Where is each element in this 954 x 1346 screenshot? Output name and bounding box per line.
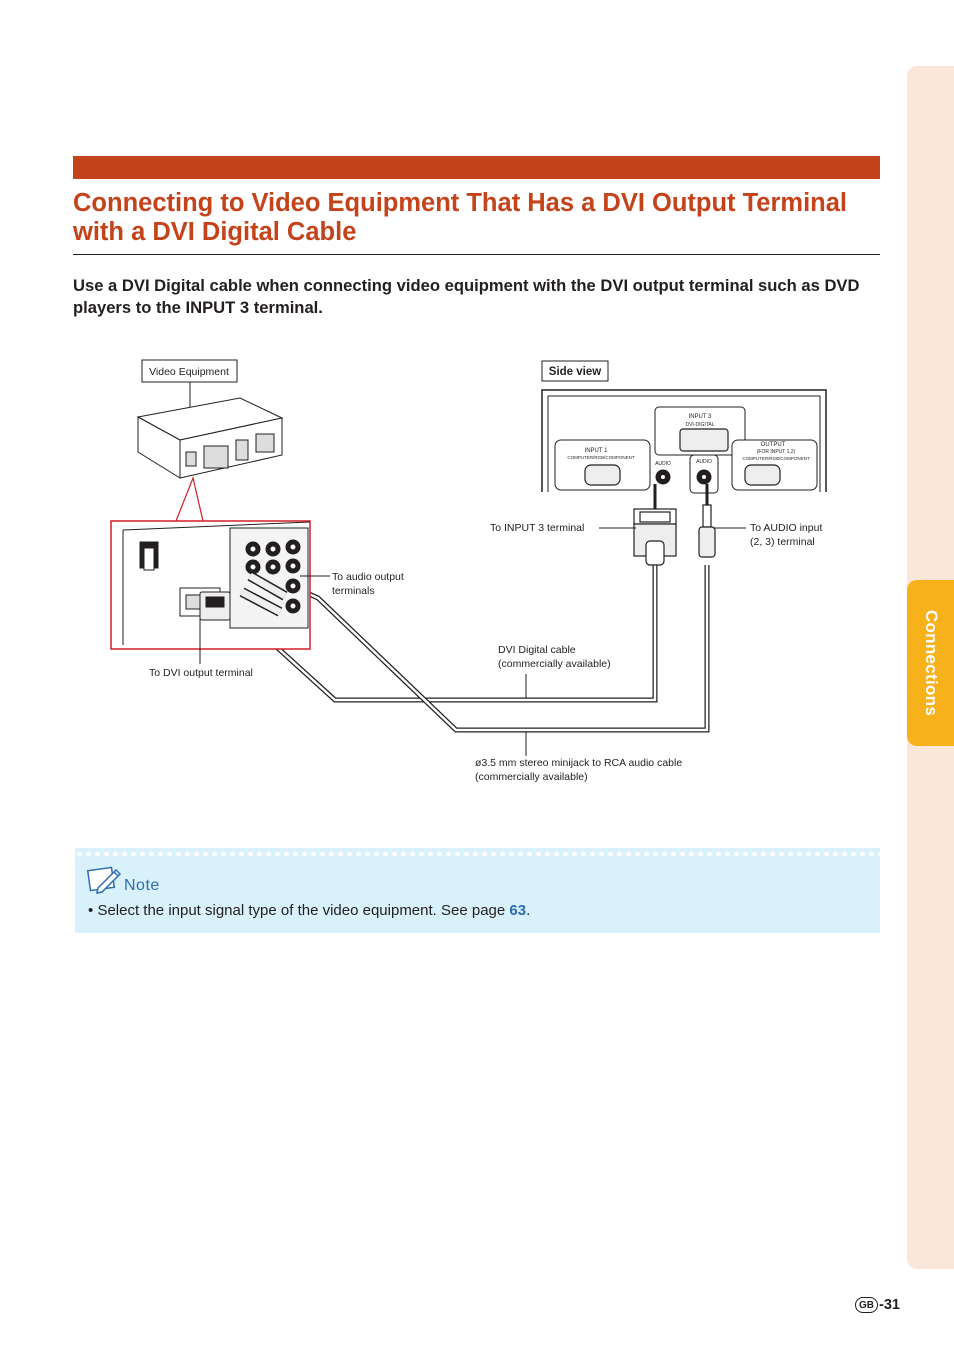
svg-text:OUTPUT: OUTPUT bbox=[761, 442, 786, 448]
svg-text:INPUT 3: INPUT 3 bbox=[689, 414, 713, 420]
input1-port bbox=[584, 464, 621, 486]
projector-side-panel bbox=[541, 389, 827, 494]
dvi-cable-label: DVI Digital cable bbox=[498, 644, 576, 656]
output-port bbox=[744, 464, 781, 486]
svg-text:COMPUTER/RGB/COMPONENT: COMPUTER/RGB/COMPONENT bbox=[567, 455, 635, 460]
to-audio-input-label: To AUDIO input bbox=[750, 522, 822, 534]
svg-text:(FOR INPUT 1,2): (FOR INPUT 1,2) bbox=[757, 449, 796, 455]
pencil-note-icon bbox=[86, 866, 122, 894]
audio-cable bbox=[298, 565, 710, 733]
svg-text:AUDIO: AUDIO bbox=[655, 461, 671, 467]
svg-text:COMPUTER/RGB/COMPONENT: COMPUTER/RGB/COMPONENT bbox=[742, 456, 810, 461]
page-ref-link[interactable]: 63 bbox=[509, 902, 527, 919]
section-header-bar bbox=[73, 156, 880, 179]
note-title: Note bbox=[124, 877, 160, 894]
svg-text:(commercially available): (commercially available) bbox=[498, 658, 611, 670]
minijack-cable-label: ø3.5 mm stereo minijack to RCA audio cab… bbox=[475, 757, 682, 769]
svg-text:(2, 3) terminal: (2, 3) terminal bbox=[750, 536, 815, 548]
dvi-cable-connector bbox=[633, 508, 677, 566]
side-view-label: Side view bbox=[549, 366, 601, 378]
note-text: Select the input signal type of the vide… bbox=[97, 902, 506, 919]
svg-text:(commercially available): (commercially available) bbox=[475, 771, 588, 783]
page-number-text: -31 bbox=[879, 1297, 900, 1313]
video-equipment-illustration bbox=[136, 397, 284, 479]
connections-tab[interactable] bbox=[907, 580, 954, 746]
note-box: Note • Select the input signal type of t… bbox=[75, 848, 880, 933]
dvi-input-port bbox=[679, 428, 729, 452]
page-number: GB -31 bbox=[855, 1296, 900, 1314]
gb-badge: GB bbox=[855, 1297, 878, 1313]
svg-text:terminals: terminals bbox=[332, 585, 375, 597]
svg-text:INPUT 1: INPUT 1 bbox=[585, 448, 609, 454]
page-title: Connecting to Video Equipment That Has a… bbox=[73, 189, 848, 246]
to-dvi-output-label: To DVI output terminal bbox=[149, 667, 253, 679]
svg-text:DVI-DIGITAL: DVI-DIGITAL bbox=[685, 422, 714, 428]
video-equipment-label: Video Equipment bbox=[149, 366, 229, 378]
to-input3-label: To INPUT 3 terminal bbox=[490, 522, 584, 534]
connection-diagram: Video Equipment Side v bbox=[110, 359, 827, 783]
title-divider bbox=[73, 254, 880, 255]
svg-text:AUDIO: AUDIO bbox=[696, 459, 712, 465]
note-dotted-border bbox=[75, 848, 880, 858]
to-audio-output-label: To audio output bbox=[332, 571, 404, 583]
side-view-label-box bbox=[541, 360, 609, 382]
rear-panel-illustration bbox=[122, 521, 311, 645]
intro-paragraph: Use a DVI Digital cable when connecting … bbox=[73, 276, 860, 317]
note-item: • Select the input signal type of the vi… bbox=[88, 902, 531, 919]
minijack-plug bbox=[698, 504, 716, 558]
